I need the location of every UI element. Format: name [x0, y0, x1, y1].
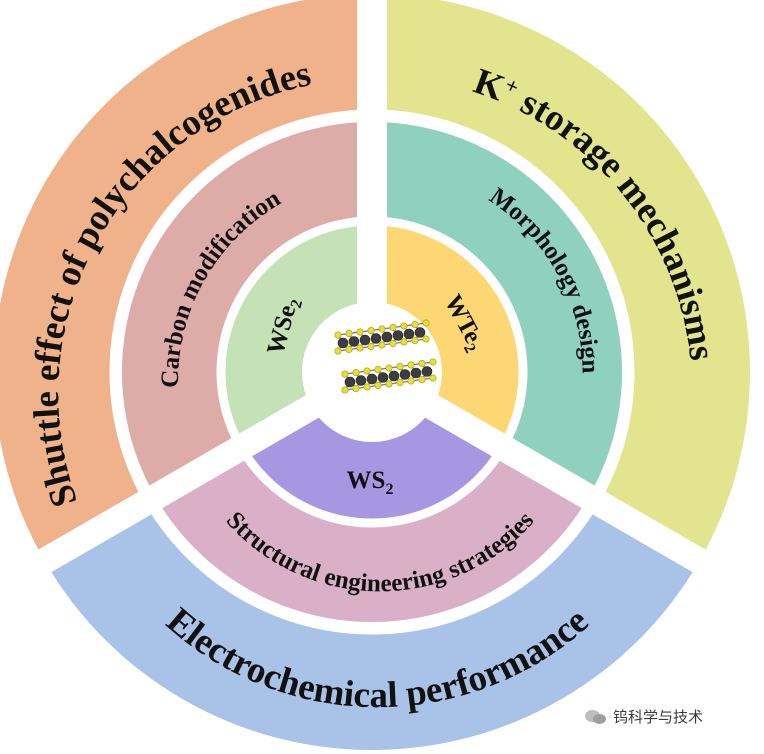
sulfur-atom — [345, 329, 353, 337]
sulfur-atom — [422, 319, 430, 327]
sulfur-atom — [367, 326, 375, 334]
tungsten-atom — [399, 369, 411, 380]
ring-gap — [216, 216, 528, 528]
sulfur-atom — [400, 322, 408, 330]
tungsten-atom — [388, 370, 400, 382]
sulfur-atom — [418, 375, 426, 383]
sulfur-atom — [389, 323, 397, 331]
sulfur-atom — [385, 364, 393, 372]
sulfur-atom — [411, 320, 419, 328]
sulfur-atom — [363, 383, 371, 391]
ws2-layered-crystal-structure-icon — [334, 319, 437, 394]
outer-ring — [0, 0, 750, 750]
inner-bottom-label: WS2 — [347, 467, 394, 498]
inner-sector-bottom — [243, 407, 501, 520]
tungsten-atom — [414, 327, 426, 338]
sulfur-atom — [374, 381, 382, 389]
sulfur-atom — [334, 331, 342, 339]
tungsten-atom — [337, 337, 349, 349]
sulfur-atom — [334, 347, 342, 355]
inner-sector-left — [224, 224, 372, 446]
sulfur-atom — [429, 358, 437, 366]
sulfur-atom — [363, 367, 371, 375]
sulfur-atom — [352, 368, 360, 376]
sulfur-atom — [367, 342, 375, 350]
sulfur-atom — [418, 359, 426, 367]
sulfur-atom — [385, 380, 393, 388]
tungsten-atom — [366, 373, 378, 385]
middle-sector-left — [122, 122, 372, 497]
sulfur-atom — [345, 345, 353, 353]
inner-sector-right — [372, 224, 520, 446]
sector-separators — [19, 0, 725, 635]
watermark-text: 钨科学与技术 — [613, 708, 704, 726]
sulfur-atom — [429, 374, 437, 382]
sulfur-atom — [422, 335, 430, 343]
sulfur-atom — [378, 325, 386, 333]
middle-sector-bottom — [155, 449, 589, 622]
separator-line — [417, 390, 725, 584]
tungsten-atom — [381, 331, 393, 343]
tungsten-atom — [377, 372, 389, 383]
separator-line — [19, 390, 327, 584]
middle-sector-right — [372, 122, 622, 497]
sulfur-atom — [400, 338, 408, 346]
sulfur-atom — [396, 362, 404, 370]
sulfur-atom — [341, 386, 349, 394]
inner-ring — [224, 224, 520, 520]
tungsten-atom — [359, 334, 371, 346]
tungsten-atom — [421, 366, 433, 377]
sulfur-atom — [396, 378, 404, 386]
sulfur-atom — [389, 339, 397, 347]
tungsten-atom — [392, 330, 404, 341]
watermark: 钨科学与技术 — [585, 706, 703, 727]
tungsten-atom — [344, 376, 356, 388]
sulfur-atom — [407, 361, 415, 369]
tungsten-atom — [403, 328, 415, 340]
tungsten-atom — [370, 333, 382, 344]
tungsten-atom — [410, 367, 422, 379]
sulfur-atom — [356, 344, 364, 352]
sulfur-atom — [341, 370, 349, 378]
sulfur-atom — [352, 384, 360, 392]
sulfur-atom — [407, 377, 415, 385]
outer-sector-right — [372, 0, 750, 561]
tungsten-atom — [348, 336, 360, 347]
middle-ring — [122, 122, 622, 622]
sulfur-atom — [378, 341, 386, 349]
outer-sector-left — [0, 0, 372, 561]
ring-gap — [109, 109, 635, 635]
sulfur-atom — [374, 365, 382, 373]
wechat-icon — [585, 709, 607, 725]
sulfur-atom — [356, 328, 364, 336]
outer-sector-bottom — [44, 503, 700, 750]
sulfur-atom — [411, 336, 419, 344]
tungsten-atom — [355, 375, 367, 386]
